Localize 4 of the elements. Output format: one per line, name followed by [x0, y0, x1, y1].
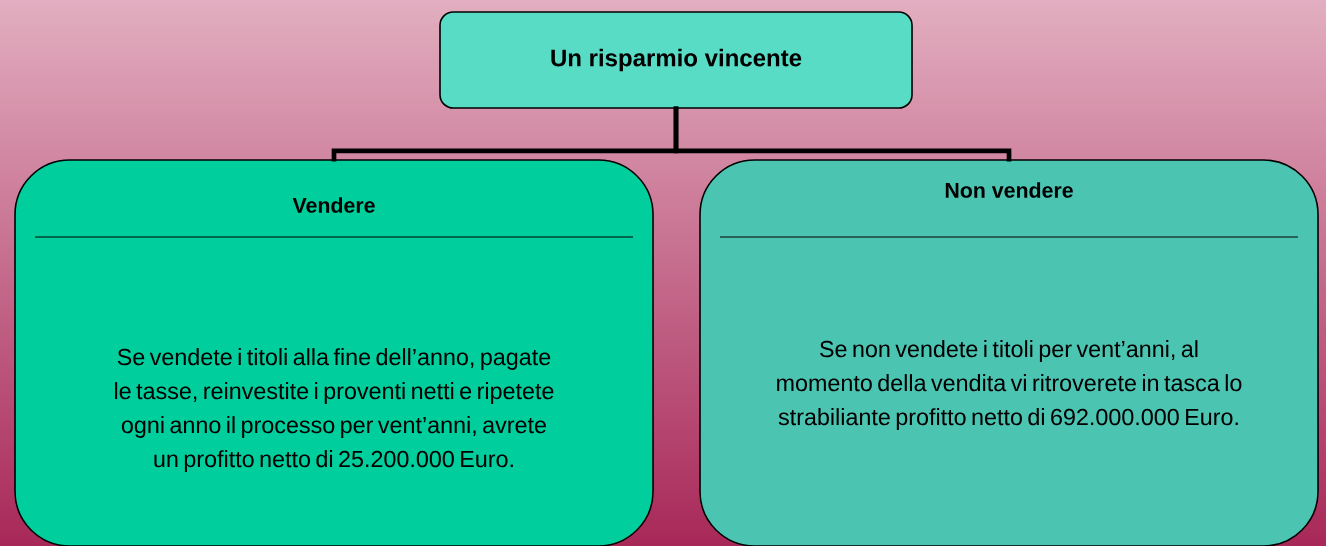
title-box: Un risparmio vincente — [439, 11, 913, 109]
connector-line — [673, 106, 1012, 162]
content-box: Vendere Se vendete i titoli alla fine dell’anno, pagate le tasse, reinvestite i proventi netti e ripetete ogni anno il processo per vent’anni, avrete un profitto netto di 25.200.000 Euro. — [14, 159, 654, 546]
content-box: Non vendere Se non vendete i titoli per vent’anni, al momento della vendita vi ritroverete in tasca lo strabiliante profitto netto di 692.000.000 Euro. — [699, 159, 1319, 546]
